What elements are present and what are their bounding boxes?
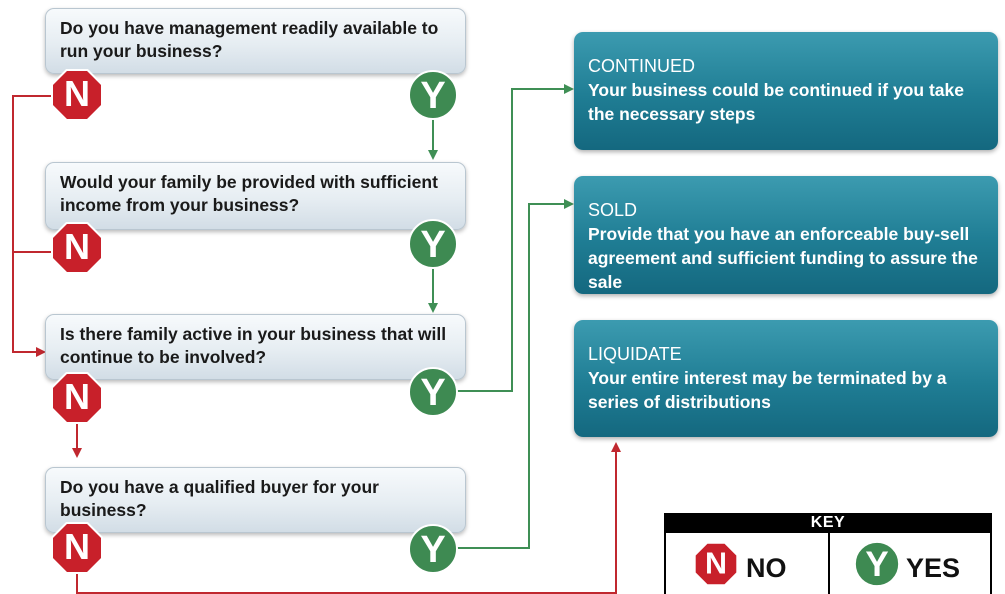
no-line-q4-to-liquidate <box>76 442 621 594</box>
question-box-family-active: Is there family active in your business … <box>45 314 466 380</box>
key-title: KEY <box>666 513 990 533</box>
key-yes-label: YES <box>906 553 961 583</box>
no-octagon-icon: N <box>51 522 103 574</box>
outcome-body: Your entire interest may be terminated b… <box>588 368 947 412</box>
question-text: Do you have a qualified buyer for your b… <box>60 477 379 520</box>
key-no-cell: N NO <box>666 533 830 594</box>
no-letter: N <box>64 73 90 114</box>
question-box-family-income: Would your family be provided with suffi… <box>45 162 466 230</box>
yes-letter: Y <box>420 529 445 571</box>
yes-letter: Y <box>420 372 445 414</box>
key-yes-cell: Y YES <box>830 533 992 594</box>
yes-letter: Y <box>420 224 445 266</box>
no-octagon-icon: N <box>694 542 738 586</box>
outcome-title: LIQUIDATE <box>588 344 682 364</box>
yes-circle-icon: Y <box>408 219 458 269</box>
outcome-body: Provide that you have an enforceable buy… <box>588 224 978 292</box>
no-letter: N <box>64 526 90 567</box>
yes-circle-icon: Y <box>408 70 458 120</box>
yes-circle-icon: Y <box>408 367 458 417</box>
no-octagon-icon: N <box>51 372 103 424</box>
yes-line-q3-to-continued <box>457 84 574 392</box>
outcome-title: CONTINUED <box>588 56 695 76</box>
yes-letter: Y <box>420 75 445 117</box>
question-box-management: Do you have management readily available… <box>45 8 466 74</box>
yes-line-q4-to-sold <box>457 199 574 549</box>
outcome-box-continued: CONTINUED Your business could be continu… <box>574 32 998 150</box>
no-letter: N <box>64 376 90 417</box>
outcome-title: SOLD <box>588 200 638 220</box>
yes-letter: Y <box>865 545 888 584</box>
outcome-box-sold: SOLD Provide that you have an enforceabl… <box>574 176 998 294</box>
no-octagon-icon: N <box>51 222 103 274</box>
yes-circle-icon: Y <box>408 524 458 574</box>
question-box-qualified-buyer: Do you have a qualified buyer for your b… <box>45 467 466 533</box>
question-text: Is there family active in your business … <box>60 324 447 367</box>
no-letter: N <box>64 226 90 267</box>
outcome-box-liquidate: LIQUIDATE Your entire interest may be te… <box>574 320 998 437</box>
yes-circle-icon: Y <box>854 541 900 587</box>
no-letter: N <box>705 546 727 580</box>
key-no-label: NO <box>746 553 787 583</box>
question-text: Would your family be provided with suffi… <box>60 172 438 215</box>
no-octagon-icon: N <box>51 69 103 121</box>
question-text: Do you have management readily available… <box>60 18 439 61</box>
outcome-body: Your business could be continued if you … <box>588 80 964 124</box>
key-legend: KEY N NO Y YES <box>664 513 992 594</box>
no-line-q1-to-q3 <box>12 95 52 357</box>
